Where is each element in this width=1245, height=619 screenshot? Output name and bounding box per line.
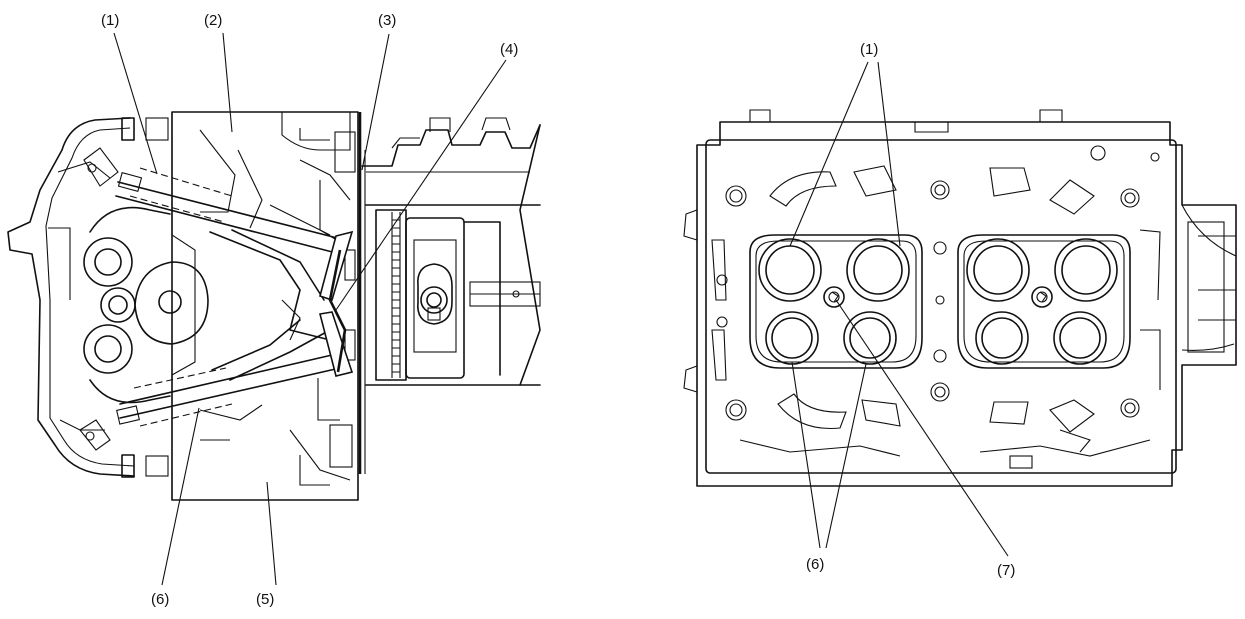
cylinder-head-face-view	[683, 109, 1237, 487]
right-callouts: (1) (6) (7)	[789, 41, 1015, 579]
label-r7: (7)	[997, 562, 1015, 579]
intake-valve	[83, 147, 354, 302]
cam-housing	[7, 117, 169, 478]
head-gasket	[358, 112, 366, 474]
label-r6: (6)	[806, 556, 824, 573]
piston	[375, 209, 541, 381]
coolant-passages	[711, 165, 1161, 469]
intake-valve-seat	[758, 238, 910, 302]
label-l2: (2)	[204, 12, 222, 29]
label-l3: (3)	[378, 12, 396, 29]
combustion-chamber	[328, 249, 347, 373]
camshaft-upper	[83, 237, 133, 287]
label-r1: (1)	[860, 41, 878, 58]
camshaft-lower	[83, 324, 133, 374]
cam-lobe	[134, 261, 209, 345]
label-l1: (1)	[101, 12, 119, 29]
camshaft-center	[100, 287, 136, 323]
head-casting-outline	[683, 109, 1237, 487]
left-callouts: (1) (2) (3) (4) (5) (6)	[101, 12, 518, 608]
cylinder-block	[361, 117, 541, 386]
label-l4: (4)	[500, 41, 518, 58]
exhaust-valve	[79, 311, 354, 451]
cylinder-head-cross-section-view	[7, 111, 541, 501]
combustion-chamber-right	[957, 234, 1131, 369]
exhaust-valve-seat	[765, 311, 897, 365]
spark-plug-hole	[823, 286, 845, 308]
cylinder-head-block	[171, 111, 359, 501]
label-l5: (5)	[256, 591, 274, 608]
combustion-chamber-left	[749, 234, 923, 369]
label-l6: (6)	[151, 591, 169, 608]
